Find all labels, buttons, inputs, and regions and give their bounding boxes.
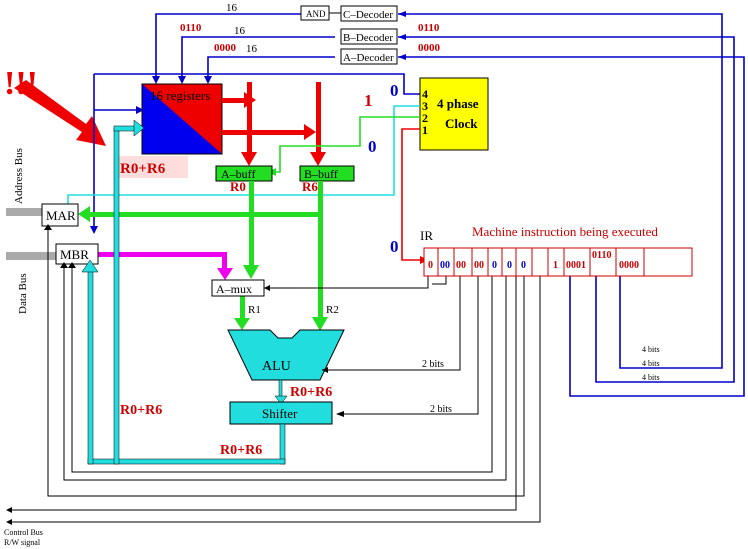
control-bus-label: Control Bus	[4, 528, 43, 537]
svg-text:AND: AND	[306, 9, 326, 19]
phase-1: 1	[422, 123, 428, 137]
shifter-back-value: R0+R6	[120, 403, 162, 418]
a-buffer	[215, 165, 273, 182]
ir-field-7: 0	[521, 260, 526, 271]
ir-field-9: 0001	[566, 260, 586, 271]
decoder-control-lines	[93, 13, 745, 397]
c-width: 16	[226, 2, 238, 14]
alu-ctrl-bits: 2 bits	[422, 359, 444, 370]
ir-caption: Machine instruction being executed	[472, 224, 658, 239]
phase1-level: 0	[390, 237, 399, 256]
phase-4: 4	[422, 87, 428, 101]
svg-text:ALU: ALU	[262, 359, 291, 374]
four-phase-clock	[419, 77, 489, 151]
ir-label: IR	[420, 228, 433, 243]
field-width-2: 4 bits	[642, 359, 660, 368]
b-decoder	[340, 28, 398, 45]
b-width: 16	[234, 25, 246, 37]
clock-line-ir	[401, 128, 422, 261]
svg-text:B–buff: B–buff	[304, 167, 338, 181]
address-bus	[6, 208, 42, 216]
svg-text:B–Decoder: B–Decoder	[343, 32, 393, 44]
clock-line-mar	[67, 105, 420, 206]
field-width-1: 4 bits	[642, 345, 660, 354]
clock-line-buffers	[274, 116, 420, 173]
mar-register	[41, 203, 79, 227]
svg-text:A–buff: A–buff	[221, 167, 255, 181]
alu	[227, 329, 345, 381]
phase-2: 2	[422, 111, 428, 125]
alu-result: R0+R6	[290, 385, 332, 400]
ir-field-5: 0	[492, 260, 497, 271]
address-bus-label: Address Bus	[13, 148, 25, 204]
alu-input-r1: R1	[248, 304, 261, 316]
svg-text:16 registers: 16 registers	[150, 88, 210, 103]
ir-field-10: 0110	[592, 250, 611, 261]
rw-signal-label: R/W signal	[4, 538, 41, 547]
b-value: 0110	[180, 22, 202, 34]
a-value: 0000	[214, 42, 237, 54]
svg-text:MAR: MAR	[46, 208, 76, 223]
ir-control-lines	[8, 226, 541, 523]
ir-field-2: 00	[440, 260, 450, 271]
a-decoder	[340, 48, 398, 65]
a-buffer-value: R0	[230, 179, 246, 194]
register-file: 16 registers	[141, 83, 223, 155]
svg-text:A–mux: A–mux	[216, 282, 252, 296]
instruction-register: 0 00 00 00 0 0 0 1 0001 0110 0000	[423, 247, 693, 277]
ir-field-8: 1	[553, 260, 558, 271]
shifter-ctrl-bits: 2 bits	[430, 404, 452, 415]
ir-field-11: 0000	[619, 260, 639, 271]
field-width-3: 4 bits	[642, 373, 660, 382]
clock-label-2: Clock	[445, 116, 478, 131]
mbr-to-amux-path	[98, 252, 226, 257]
blue-arrowheads	[90, 11, 406, 234]
attention-arrow	[14, 80, 106, 146]
buffer-data-paths	[78, 181, 328, 331]
svg-text:A–Decoder: A–Decoder	[343, 52, 394, 64]
data-bus-label: Data Bus	[17, 273, 29, 314]
a-width: 16	[246, 43, 258, 55]
svg-text:MBR: MBR	[60, 247, 89, 262]
mbr-register	[55, 243, 99, 265]
ir-field-1: 0	[428, 260, 433, 271]
shifter-loop-value: R0+R6	[220, 443, 262, 458]
ir-field-4: 00	[474, 260, 484, 271]
c-decoder	[340, 5, 398, 22]
svg-text:Shifter: Shifter	[262, 406, 298, 421]
register-to-buffer-paths	[222, 82, 326, 166]
b-buffer-value: R6	[302, 179, 318, 194]
alu-input-r2: R2	[326, 304, 339, 316]
sum-highlight	[116, 156, 188, 178]
b-code: 0110	[418, 22, 440, 34]
svg-text:C–Decoder: C–Decoder	[343, 9, 393, 21]
phase3-level: 1	[364, 91, 373, 110]
phase2-level: 0	[368, 137, 377, 156]
clock-label-1: 4 phase	[437, 96, 479, 111]
ir-field-6: 0	[507, 260, 512, 271]
result-feedback-loop	[81, 119, 286, 465]
a-code: 0000	[418, 42, 441, 54]
ir-field-3: 00	[456, 260, 466, 271]
b-buffer	[299, 165, 355, 182]
data-bus	[6, 252, 56, 260]
phase4-level: 0	[390, 81, 399, 100]
phase-3: 3	[422, 99, 428, 113]
register-sum-label: R0+R6	[120, 161, 166, 177]
